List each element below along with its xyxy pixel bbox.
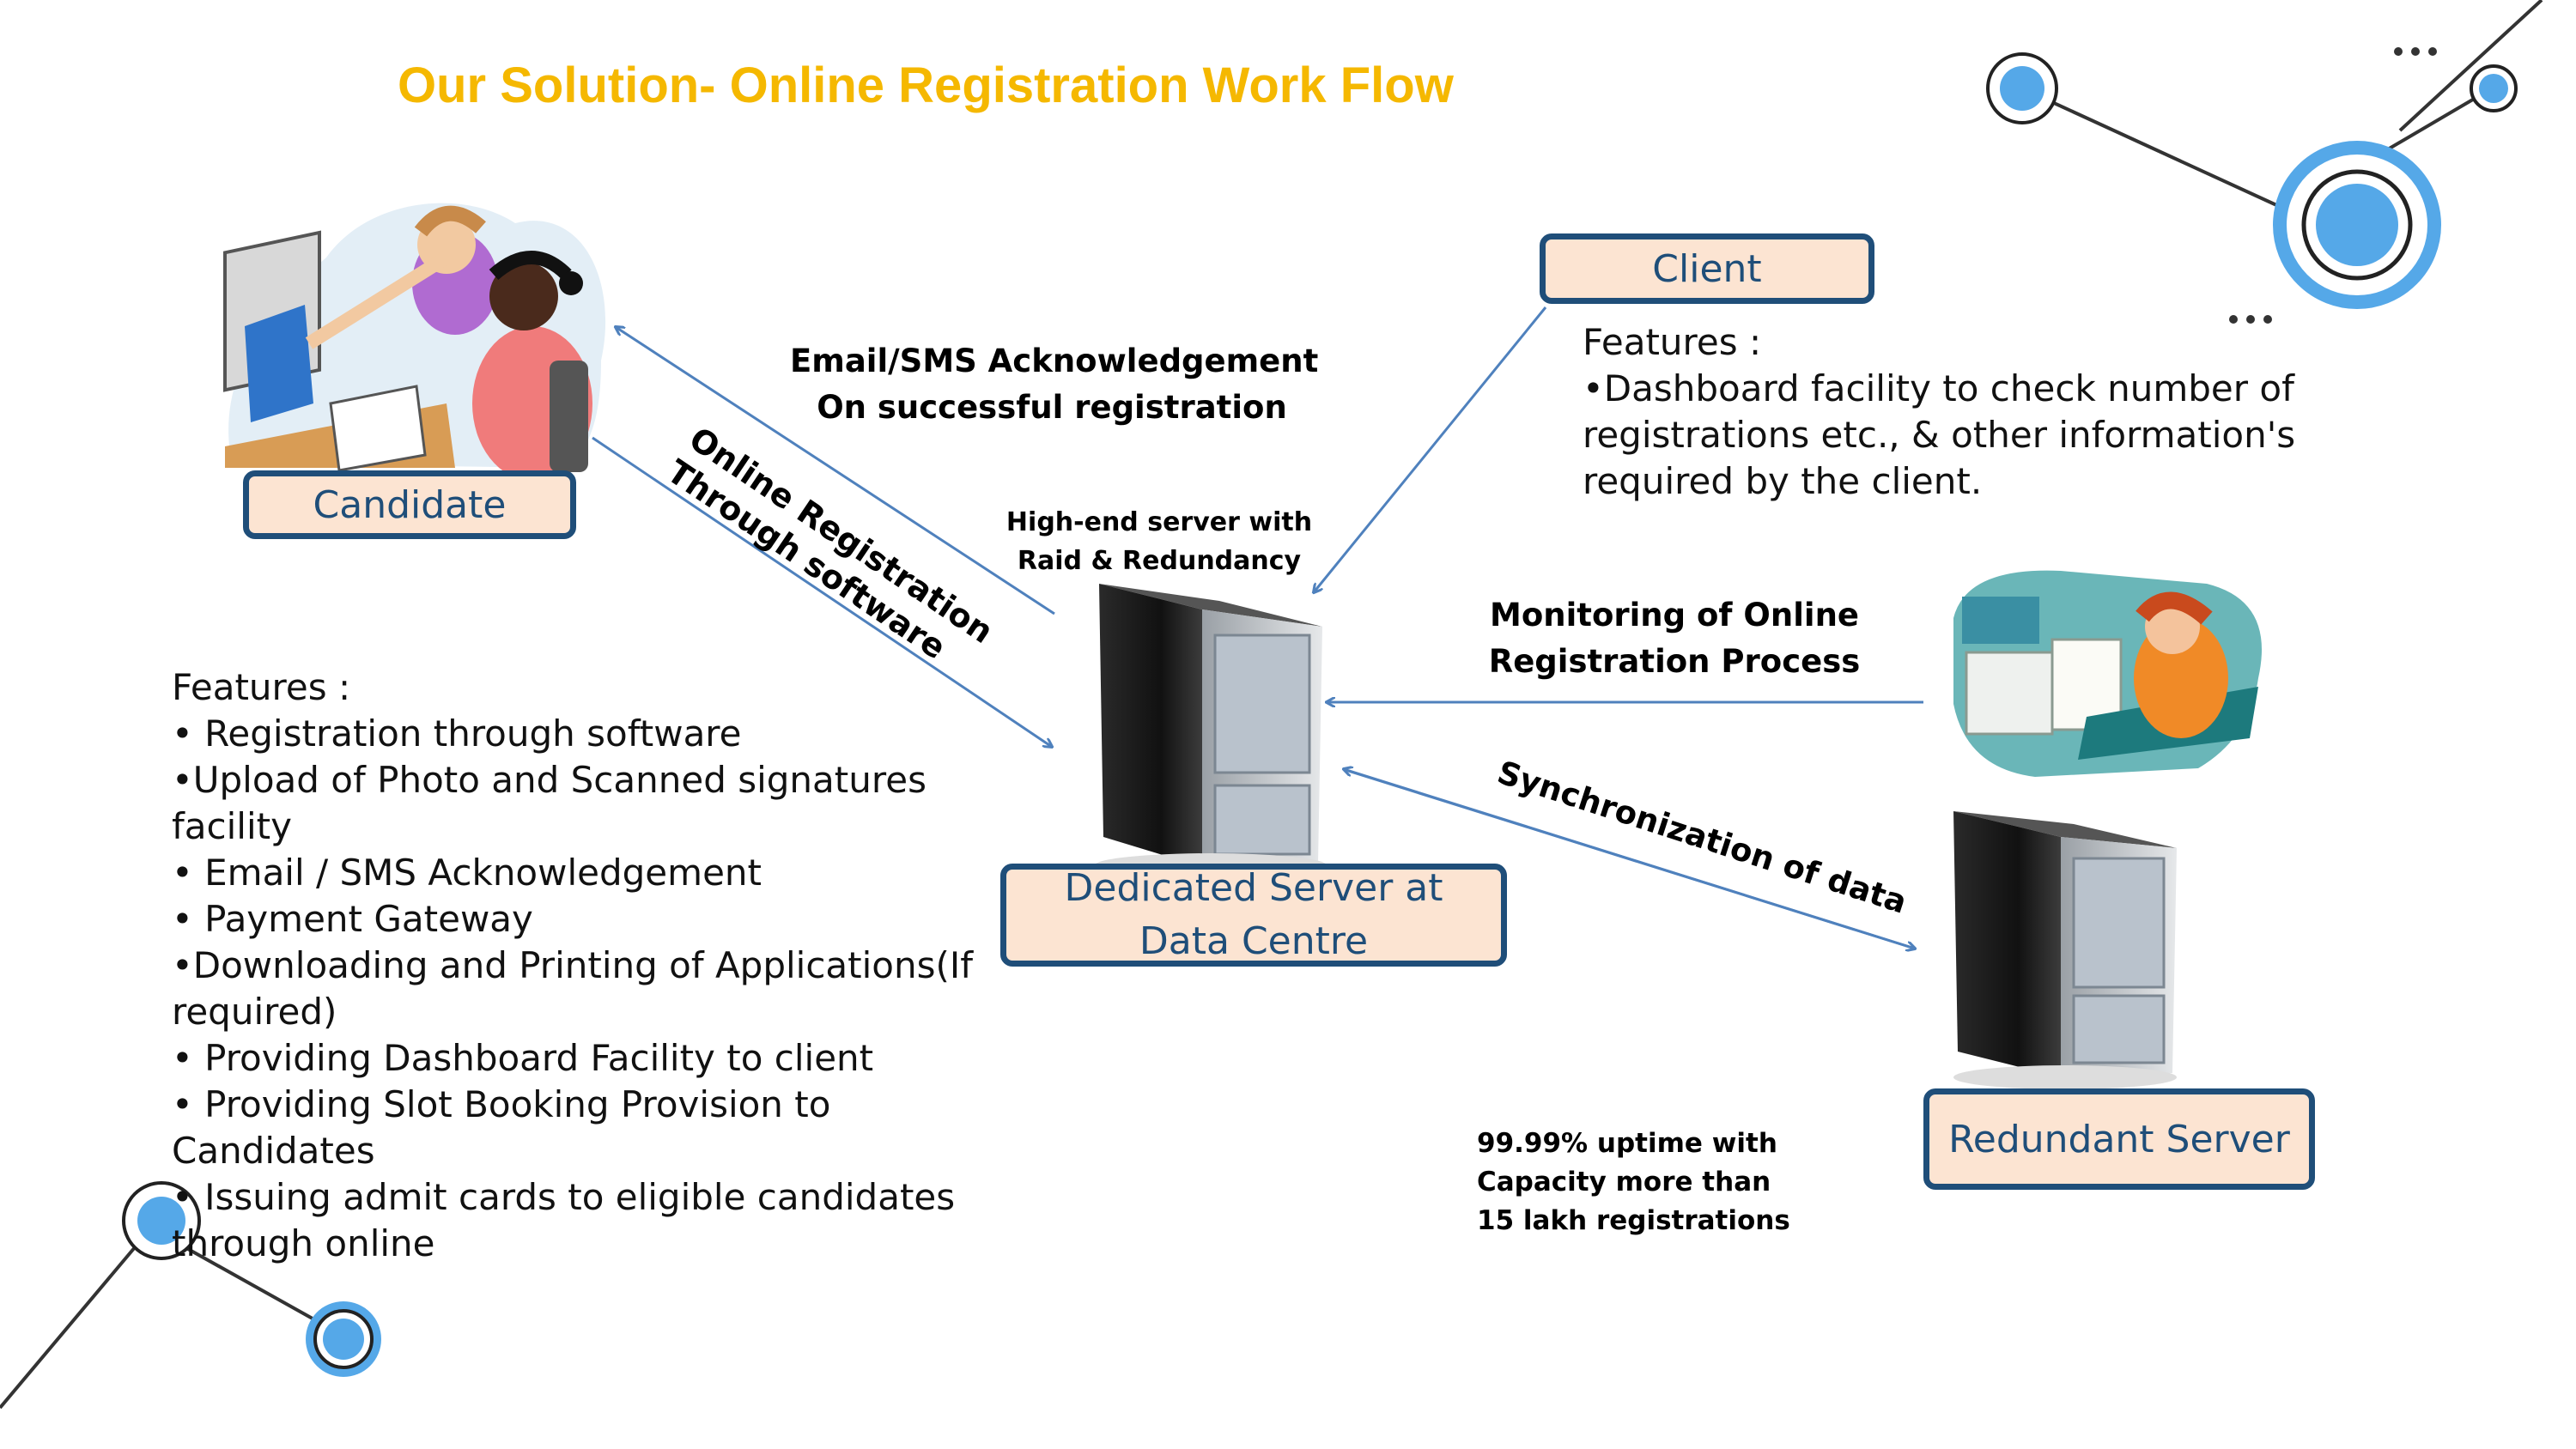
client-features: Features : •Dashboard facility to check … [1583,319,2295,505]
server-spec-line-2: Raid & Redundancy [1017,546,1302,576]
candidate-feature-line: • Providing Dashboard Facility to client [172,1037,874,1079]
client-feature-line: •Dashboard facility to check number of [1583,367,2294,409]
email-ack-line-2: On successful registration [817,389,1287,426]
email-ack-line-1: Email/SMS Acknowledgement [790,343,1319,379]
server-tower-icon [1095,584,1327,877]
server-line-2: Data Centre [1139,919,1369,963]
top-right-decoration [1986,0,2543,324]
candidate-feature-line: • Issuing admit cards to eligible candid… [172,1176,956,1218]
email-ack-label: Email/SMS Acknowledgement On successful … [790,338,1319,431]
client-node: Client [1540,233,1874,304]
candidate-feature-line: facility [172,805,292,847]
candidate-node: Candidate [243,470,576,539]
server-spec-label: High-end server with Raid & Redundancy [996,503,1322,580]
dedicated-server-node: Dedicated Server at Data Centre [1000,864,1507,967]
candidate-feature-line: •Downloading and Printing of Application… [172,944,974,986]
page-title: Our Solution- Online Registration Work F… [398,58,1454,113]
client-feature-line: required by the client. [1583,460,1983,502]
server-spec-line-1: High-end server with [1005,507,1313,537]
candidate-feature-line: Candidates [172,1130,375,1172]
candidate-features: Features : • Registration through softwa… [172,664,973,1267]
candidate-features-heading: Features : [172,666,351,708]
uptime-line-1: 99.99% uptime with [1477,1128,1777,1159]
candidate-clipart-icon [223,203,606,481]
monitoring-line-2: Registration Process [1488,643,1861,680]
candidate-feature-line: through online [172,1222,435,1264]
server-line-1: Dedicated Server at [1064,866,1443,910]
monitoring-operator-icon [1953,570,2262,777]
monitoring-label: Monitoring of Online Registration Proces… [1468,592,1880,685]
uptime-line-2: Capacity more than [1477,1167,1771,1197]
monitoring-line-1: Monitoring of Online [1490,597,1859,634]
redundant-server-icon [1953,811,2177,1089]
uptime-label: 99.99% uptime with Capacity more than 15… [1477,1125,1790,1240]
candidate-feature-line: required) [172,991,337,1033]
flow-arrows [592,306,1923,949]
redundant-server-node: Redundant Server [1923,1088,2315,1190]
candidate-feature-line: • Providing Slot Booking Provision to [172,1083,831,1125]
candidate-feature-line: •Upload of Photo and Scanned signatures [172,759,927,801]
client-features-heading: Features : [1583,321,1762,363]
bottom-left-decoration [0,1181,381,1410]
candidate-feature-line: • Email / SMS Acknowledgement [172,852,762,894]
uptime-line-3: 15 lakh registrations [1477,1205,1790,1236]
candidate-feature-line: • Payment Gateway [172,898,533,940]
candidate-feature-line: • Registration through software [172,712,742,755]
client-feature-line: registrations etc., & other information'… [1583,414,2296,456]
